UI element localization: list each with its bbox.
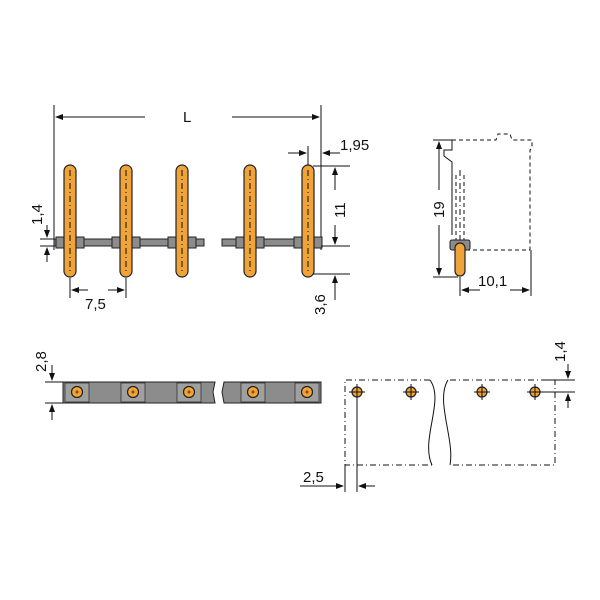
pin <box>243 164 257 278</box>
pin-center <box>305 390 309 394</box>
dim-length: L <box>183 109 191 126</box>
pin <box>175 164 189 278</box>
dim-overall-height: 19 <box>431 201 448 218</box>
pin <box>63 164 77 278</box>
pin <box>301 164 315 278</box>
dim-pin-offset: 1,95 <box>340 137 369 154</box>
pin <box>119 164 133 278</box>
side-pin <box>454 242 466 277</box>
pin-center <box>251 390 255 394</box>
strip-top-view: 2,8 <box>33 351 322 420</box>
pin-center <box>187 390 191 394</box>
pin-center <box>131 390 135 394</box>
dim-housing-thickness: 1,4 <box>29 204 46 225</box>
dim-pin-length-bottom: 3,6 <box>312 294 329 315</box>
dim-depth: 10,1 <box>478 273 507 290</box>
front-view: L 1,95 11 3,6 1,4 7,5 <box>29 105 369 315</box>
pin-center <box>75 390 79 394</box>
side-view: 19 10,1 <box>431 133 533 296</box>
dim-hole-offset-vertical: 1,4 <box>552 341 569 362</box>
dim-hole-offset-horizontal: 2,5 <box>303 469 324 486</box>
dim-pin-length-top: 11 <box>332 202 349 218</box>
dim-pitch: 7,5 <box>85 296 106 313</box>
dim-strip-height: 2,8 <box>33 351 50 372</box>
pcb-layout: 1,4 2,5 <box>300 341 575 492</box>
